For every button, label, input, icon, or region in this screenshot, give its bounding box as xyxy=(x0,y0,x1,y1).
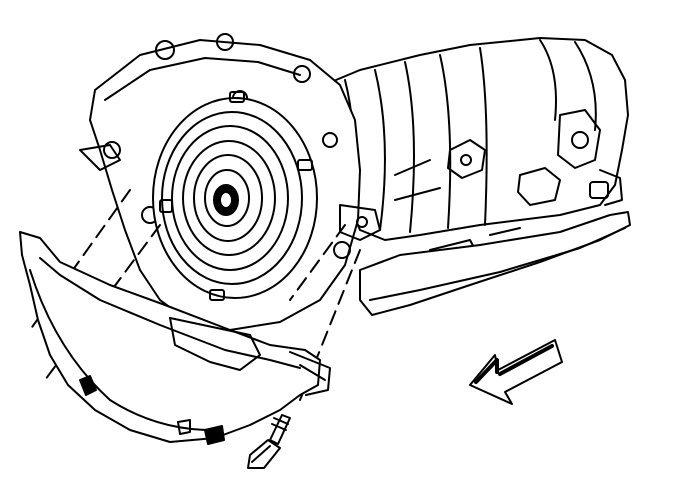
direction-arrow-icon xyxy=(469,339,563,405)
cover-plate xyxy=(19,231,331,445)
torque-converter xyxy=(152,91,318,301)
bolt xyxy=(247,414,291,469)
transmission-case xyxy=(299,37,629,276)
oil-pan xyxy=(359,211,631,316)
